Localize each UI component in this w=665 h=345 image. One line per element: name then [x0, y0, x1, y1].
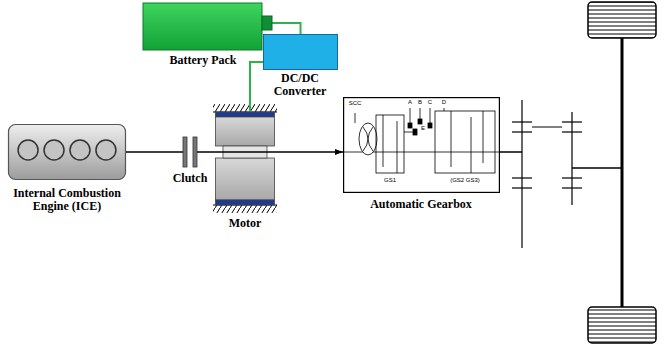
component-label: C: [427, 99, 433, 106]
gear-member: [471, 117, 472, 173]
torque-converter: [359, 123, 377, 155]
gearset-two-three: [435, 111, 495, 173]
component-label: GS1: [383, 177, 397, 184]
power-wire: [272, 23, 301, 34]
axle: [621, 38, 624, 307]
motor-symbol: Motor: [215, 112, 275, 205]
clutch-b: [420, 108, 421, 119]
gear-member: [397, 121, 398, 173]
gearbox-housing: [344, 98, 500, 193]
differential-link: [572, 167, 622, 169]
part-caption: Automatic Gearbox: [370, 198, 472, 211]
battery-body: [143, 3, 262, 50]
gear-tooth: [562, 187, 582, 188]
gear-tooth: [562, 177, 582, 178]
node-outline: [263, 34, 338, 70]
part-caption: DC/DC Converter: [258, 72, 342, 98]
engine-block: [9, 125, 126, 180]
clutch-plate: [193, 137, 197, 167]
part-caption: Battery Pack: [170, 54, 237, 67]
cylinder: [70, 140, 90, 160]
battery-pack: Battery Pack: [143, 3, 272, 50]
clutch-plate: [183, 137, 187, 167]
final-drive: [500, 2, 656, 343]
clutch-c: [430, 108, 431, 123]
battery-terminal: [262, 16, 272, 30]
brake-e-lead: [404, 132, 413, 133]
motor-shaft: [215, 151, 275, 153]
drive-shaft: [275, 151, 343, 153]
gearset-one: [376, 115, 404, 173]
gear-mesh: [532, 127, 562, 128]
part-caption: Clutch: [173, 172, 208, 185]
clutch-a-pack: [408, 123, 412, 128]
stator-block: [216, 158, 275, 200]
clutch-b-pack: [418, 119, 422, 124]
torque-converter-blades: [363, 127, 373, 151]
component-label: SCC: [348, 100, 363, 107]
component-label: D: [441, 99, 447, 106]
ground-hatch: [213, 205, 277, 213]
gear-member: [451, 111, 452, 167]
part-caption: Internal Combustion Engine (ICE): [0, 187, 135, 213]
power-wire: [250, 62, 263, 112]
wheel: [588, 307, 656, 343]
gear-member: [483, 111, 484, 163]
gearbox-schematic: [343, 108, 500, 173]
clutch-d: [444, 108, 445, 111]
converter-body: [264, 35, 338, 70]
node-outline: [143, 3, 272, 50]
node-outline: [183, 137, 197, 167]
clutch-c-pack: [428, 123, 432, 128]
clutch-symbol: Clutch: [183, 137, 197, 167]
gear-tooth: [512, 187, 532, 188]
stator-band: [216, 200, 275, 205]
cylinder: [96, 140, 116, 160]
component-label: (GS2 GS3): [449, 177, 481, 184]
gear-tooth: [512, 131, 532, 132]
node-outline: [8, 124, 126, 180]
gear-shaft: [571, 112, 572, 205]
clutch-a: [410, 108, 411, 123]
component-label: B: [417, 99, 423, 106]
gear-tooth: [562, 131, 582, 132]
scc-lead: [355, 113, 356, 123]
component-label: E: [420, 125, 426, 132]
gear-tooth: [512, 177, 532, 178]
part-caption: Motor: [229, 217, 262, 230]
brake-e: [413, 129, 417, 135]
component-label: A: [407, 99, 413, 106]
gear-tooth: [562, 121, 582, 122]
output-shaft: [500, 151, 522, 153]
engine-box: Internal Combustion Engine (ICE): [8, 124, 126, 180]
drive-shaft: [126, 151, 183, 153]
wheel: [588, 2, 656, 38]
ground-hatch: [213, 104, 277, 112]
stator-band: [216, 112, 275, 117]
cylinder: [18, 140, 38, 160]
node-outline: [215, 112, 275, 205]
stator-block: [216, 117, 275, 146]
gear-tooth: [512, 121, 532, 122]
dc-dc-converter: DC/DC Converter: [263, 34, 338, 70]
cylinder: [44, 140, 64, 160]
gear-member: [383, 115, 384, 167]
drive-shaft: [197, 151, 215, 153]
